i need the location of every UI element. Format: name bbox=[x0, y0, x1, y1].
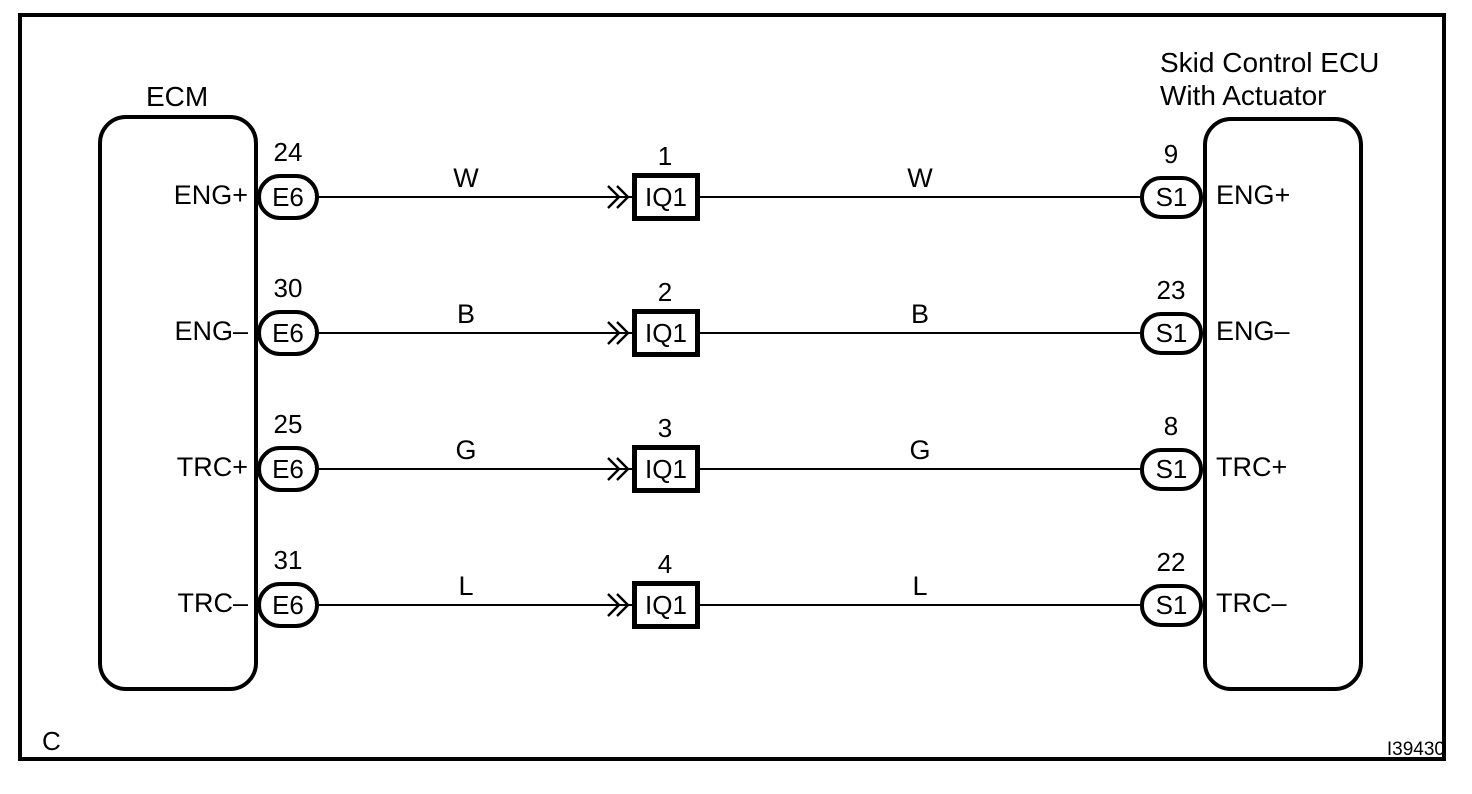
shield-chevron-icon bbox=[607, 185, 630, 209]
wire-color-left: L bbox=[458, 571, 474, 601]
wire-color-right: B bbox=[910, 299, 929, 329]
right-pin-number: 9 bbox=[1163, 139, 1179, 169]
left-component-title: ECM bbox=[146, 81, 209, 112]
shield-chevron-icon bbox=[607, 593, 630, 617]
shield-chevron-icon bbox=[607, 321, 630, 345]
left-pin-number: 25 bbox=[273, 409, 303, 439]
middle-connector-box: IQ1 bbox=[632, 581, 700, 629]
right-signal-label: TRC+ bbox=[1216, 452, 1288, 482]
middle-connector-box: IQ1 bbox=[632, 445, 700, 493]
figure-id: I39430 bbox=[1386, 739, 1445, 760]
middle-pin-number: 1 bbox=[657, 141, 673, 171]
wire-line bbox=[318, 196, 1141, 198]
wire-line bbox=[318, 332, 1141, 334]
wire-line bbox=[318, 604, 1141, 606]
shield-chevron-icon bbox=[607, 457, 630, 481]
middle-pin-number: 2 bbox=[657, 277, 673, 307]
right-component-title: Skid Control ECU With Actuator bbox=[1160, 47, 1380, 111]
right-signal-label: ENG– bbox=[1216, 316, 1290, 346]
right-pin-number: 8 bbox=[1163, 411, 1179, 441]
right-connector-oval: S1 bbox=[1140, 584, 1203, 627]
middle-connector-box: IQ1 bbox=[632, 309, 700, 357]
ecm-component-box bbox=[98, 115, 258, 691]
right-connector-oval: S1 bbox=[1140, 176, 1203, 219]
skid-control-ecu-box bbox=[1203, 117, 1363, 691]
left-signal-label: ENG– bbox=[174, 316, 248, 346]
left-connector-oval: E6 bbox=[257, 174, 319, 220]
left-connector-oval: E6 bbox=[257, 310, 319, 356]
middle-pin-number: 4 bbox=[657, 549, 673, 579]
wire-color-right: W bbox=[907, 163, 933, 193]
middle-pin-number: 3 bbox=[657, 413, 673, 443]
right-pin-number: 22 bbox=[1156, 547, 1186, 577]
left-signal-label: TRC– bbox=[177, 588, 248, 618]
left-signal-label: ENG+ bbox=[173, 180, 248, 210]
right-connector-oval: S1 bbox=[1140, 312, 1203, 355]
left-pin-number: 31 bbox=[273, 545, 303, 575]
left-connector-oval: E6 bbox=[257, 446, 319, 492]
left-pin-number: 24 bbox=[273, 137, 303, 167]
wire-color-right: L bbox=[912, 571, 928, 601]
middle-connector-box: IQ1 bbox=[632, 173, 700, 221]
right-pin-number: 23 bbox=[1156, 275, 1186, 305]
left-pin-number: 30 bbox=[273, 273, 303, 303]
left-signal-label: TRC+ bbox=[176, 452, 248, 482]
wire-color-right: G bbox=[909, 435, 931, 465]
corner-label: C bbox=[42, 726, 61, 756]
wire-line bbox=[318, 468, 1141, 470]
right-signal-label: TRC– bbox=[1216, 588, 1287, 618]
wire-color-left: G bbox=[455, 435, 477, 465]
wire-color-left: W bbox=[453, 163, 479, 193]
right-signal-label: ENG+ bbox=[1216, 180, 1291, 210]
right-connector-oval: S1 bbox=[1140, 448, 1203, 491]
wire-color-left: B bbox=[456, 299, 475, 329]
left-connector-oval: E6 bbox=[257, 582, 319, 628]
